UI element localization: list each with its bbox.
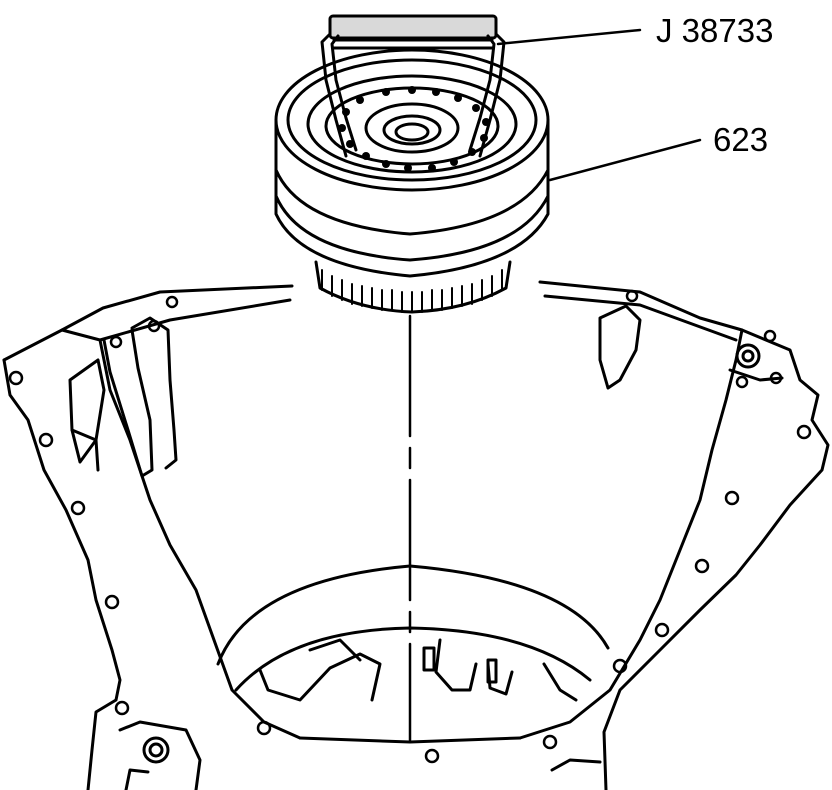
part-leader-line [548, 138, 702, 182]
clutch-drum-assembly [274, 48, 550, 314]
installer-tool-handle [320, 14, 506, 158]
tool-callout-label: J 38733 [656, 12, 774, 49]
flange-bolt-holes [8, 289, 812, 764]
drum-lug-holes [338, 86, 490, 172]
tool-leader-line [496, 28, 642, 46]
transmission-case [2, 280, 830, 790]
part-callout-label: 623 [713, 121, 769, 158]
